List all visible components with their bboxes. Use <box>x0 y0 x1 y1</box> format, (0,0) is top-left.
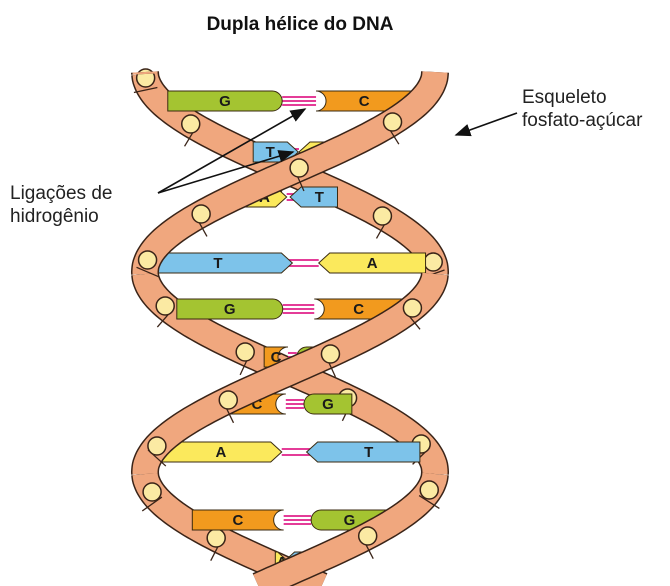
base-T-left <box>154 253 292 273</box>
base-letter-right: A <box>367 255 378 272</box>
base-letter-left: A <box>215 444 226 461</box>
base-letter-right: T <box>315 189 324 206</box>
hydrogen-bond-label: Ligações de hidrogênio <box>10 182 112 228</box>
strand-b-phosphate <box>321 345 339 363</box>
strand-b-phosphate <box>424 253 442 271</box>
strand-a-phosphate <box>192 205 210 223</box>
strand-b-phosphate <box>373 207 391 225</box>
strand-b-phosphate <box>403 299 421 317</box>
base-letter-right: G <box>322 396 334 413</box>
strand-b-phosphate <box>207 529 225 547</box>
strand-a-phosphate <box>236 343 254 361</box>
strand-b-phosphate <box>219 391 237 409</box>
strand-a-phosphate <box>156 297 174 315</box>
base-letter-left: C <box>233 512 244 529</box>
strand-a-phosphate <box>384 113 402 131</box>
base-letter-left: G <box>219 93 231 110</box>
base-letter-right: T <box>364 444 373 461</box>
strand-a-phosphate <box>290 159 308 177</box>
backbone-label: Esqueleto fosfato-açúcar <box>522 86 642 132</box>
base-letter-right: C <box>359 93 370 110</box>
strand-b-phosphate <box>148 437 166 455</box>
strand-a-phosphate <box>420 481 438 499</box>
base-letter-right: C <box>353 301 364 318</box>
strand-a-phosphate <box>359 527 377 545</box>
backbone-arrow <box>456 113 517 135</box>
base-letter-right: G <box>344 512 356 529</box>
base-letter-left: G <box>224 301 236 318</box>
strand-b-phosphate <box>143 483 161 501</box>
strand-a-phosphate <box>139 251 157 269</box>
base-letter-left: T <box>213 255 222 272</box>
strand-b-phosphate <box>182 115 200 133</box>
